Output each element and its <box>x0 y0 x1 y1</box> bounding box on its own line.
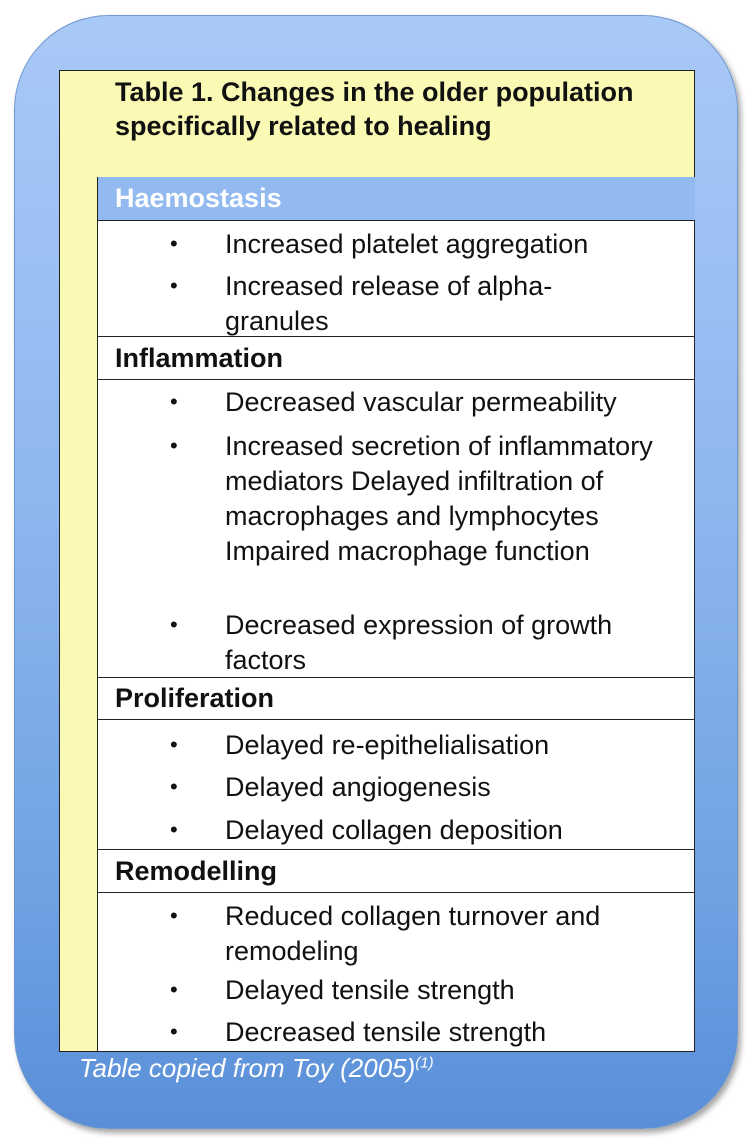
bullet-icon: • <box>170 612 178 637</box>
table-caption: Table copied from Toy (2005)(1) <box>79 1053 434 1084</box>
bullet-icon: • <box>170 1019 178 1044</box>
list-item-text: Delayed tensile strength <box>225 975 515 1005</box>
bullet-icon: • <box>170 774 178 799</box>
bullet-icon: • <box>170 433 178 458</box>
list-item-text: Delayed collagen deposition <box>225 815 563 845</box>
bullet-icon: • <box>170 389 178 414</box>
section-heading-inflammation: Inflammation <box>98 336 695 380</box>
section-heading-remodelling: Remodelling <box>98 849 695 893</box>
list-item-text: Delayed re-epithelialisation <box>225 730 550 760</box>
bullet-icon: • <box>170 903 178 928</box>
section-heading-haemostasis: Haemostasis <box>98 177 695 221</box>
table-title: Table 1. Changes in the older population… <box>115 77 634 141</box>
list-item-text: Delayed angiogenesis <box>225 772 491 802</box>
bullet-icon: • <box>170 977 178 1002</box>
list-item-text: Reduced collagen turnover and remodeling <box>225 901 601 966</box>
bullet-icon: • <box>170 817 178 842</box>
list-item-text: Increased secretion of inflammatory medi… <box>225 431 653 566</box>
section-heading-proliferation: Proliferation <box>98 677 695 720</box>
bullet-icon: • <box>170 273 178 298</box>
caption-text: Table copied from Toy (2005) <box>79 1053 416 1083</box>
changes-table: Table 1. Changes in the older population… <box>59 70 695 1052</box>
table-body: Haemostasis • Increased platelet aggrega… <box>97 177 695 1051</box>
list-item-text: Decreased vascular permeability <box>225 387 617 417</box>
bullet-icon: • <box>170 732 178 757</box>
list-item-text: Decreased expression of growth factors <box>225 610 613 675</box>
list-item-text: Increased platelet aggregation <box>225 229 589 259</box>
bullet-icon: • <box>170 231 178 256</box>
caption-reference: (1) <box>415 1054 434 1072</box>
list-item-text: Decreased tensile strength <box>225 1017 547 1047</box>
list-item-text: Increased release of alpha-granules <box>225 271 553 336</box>
